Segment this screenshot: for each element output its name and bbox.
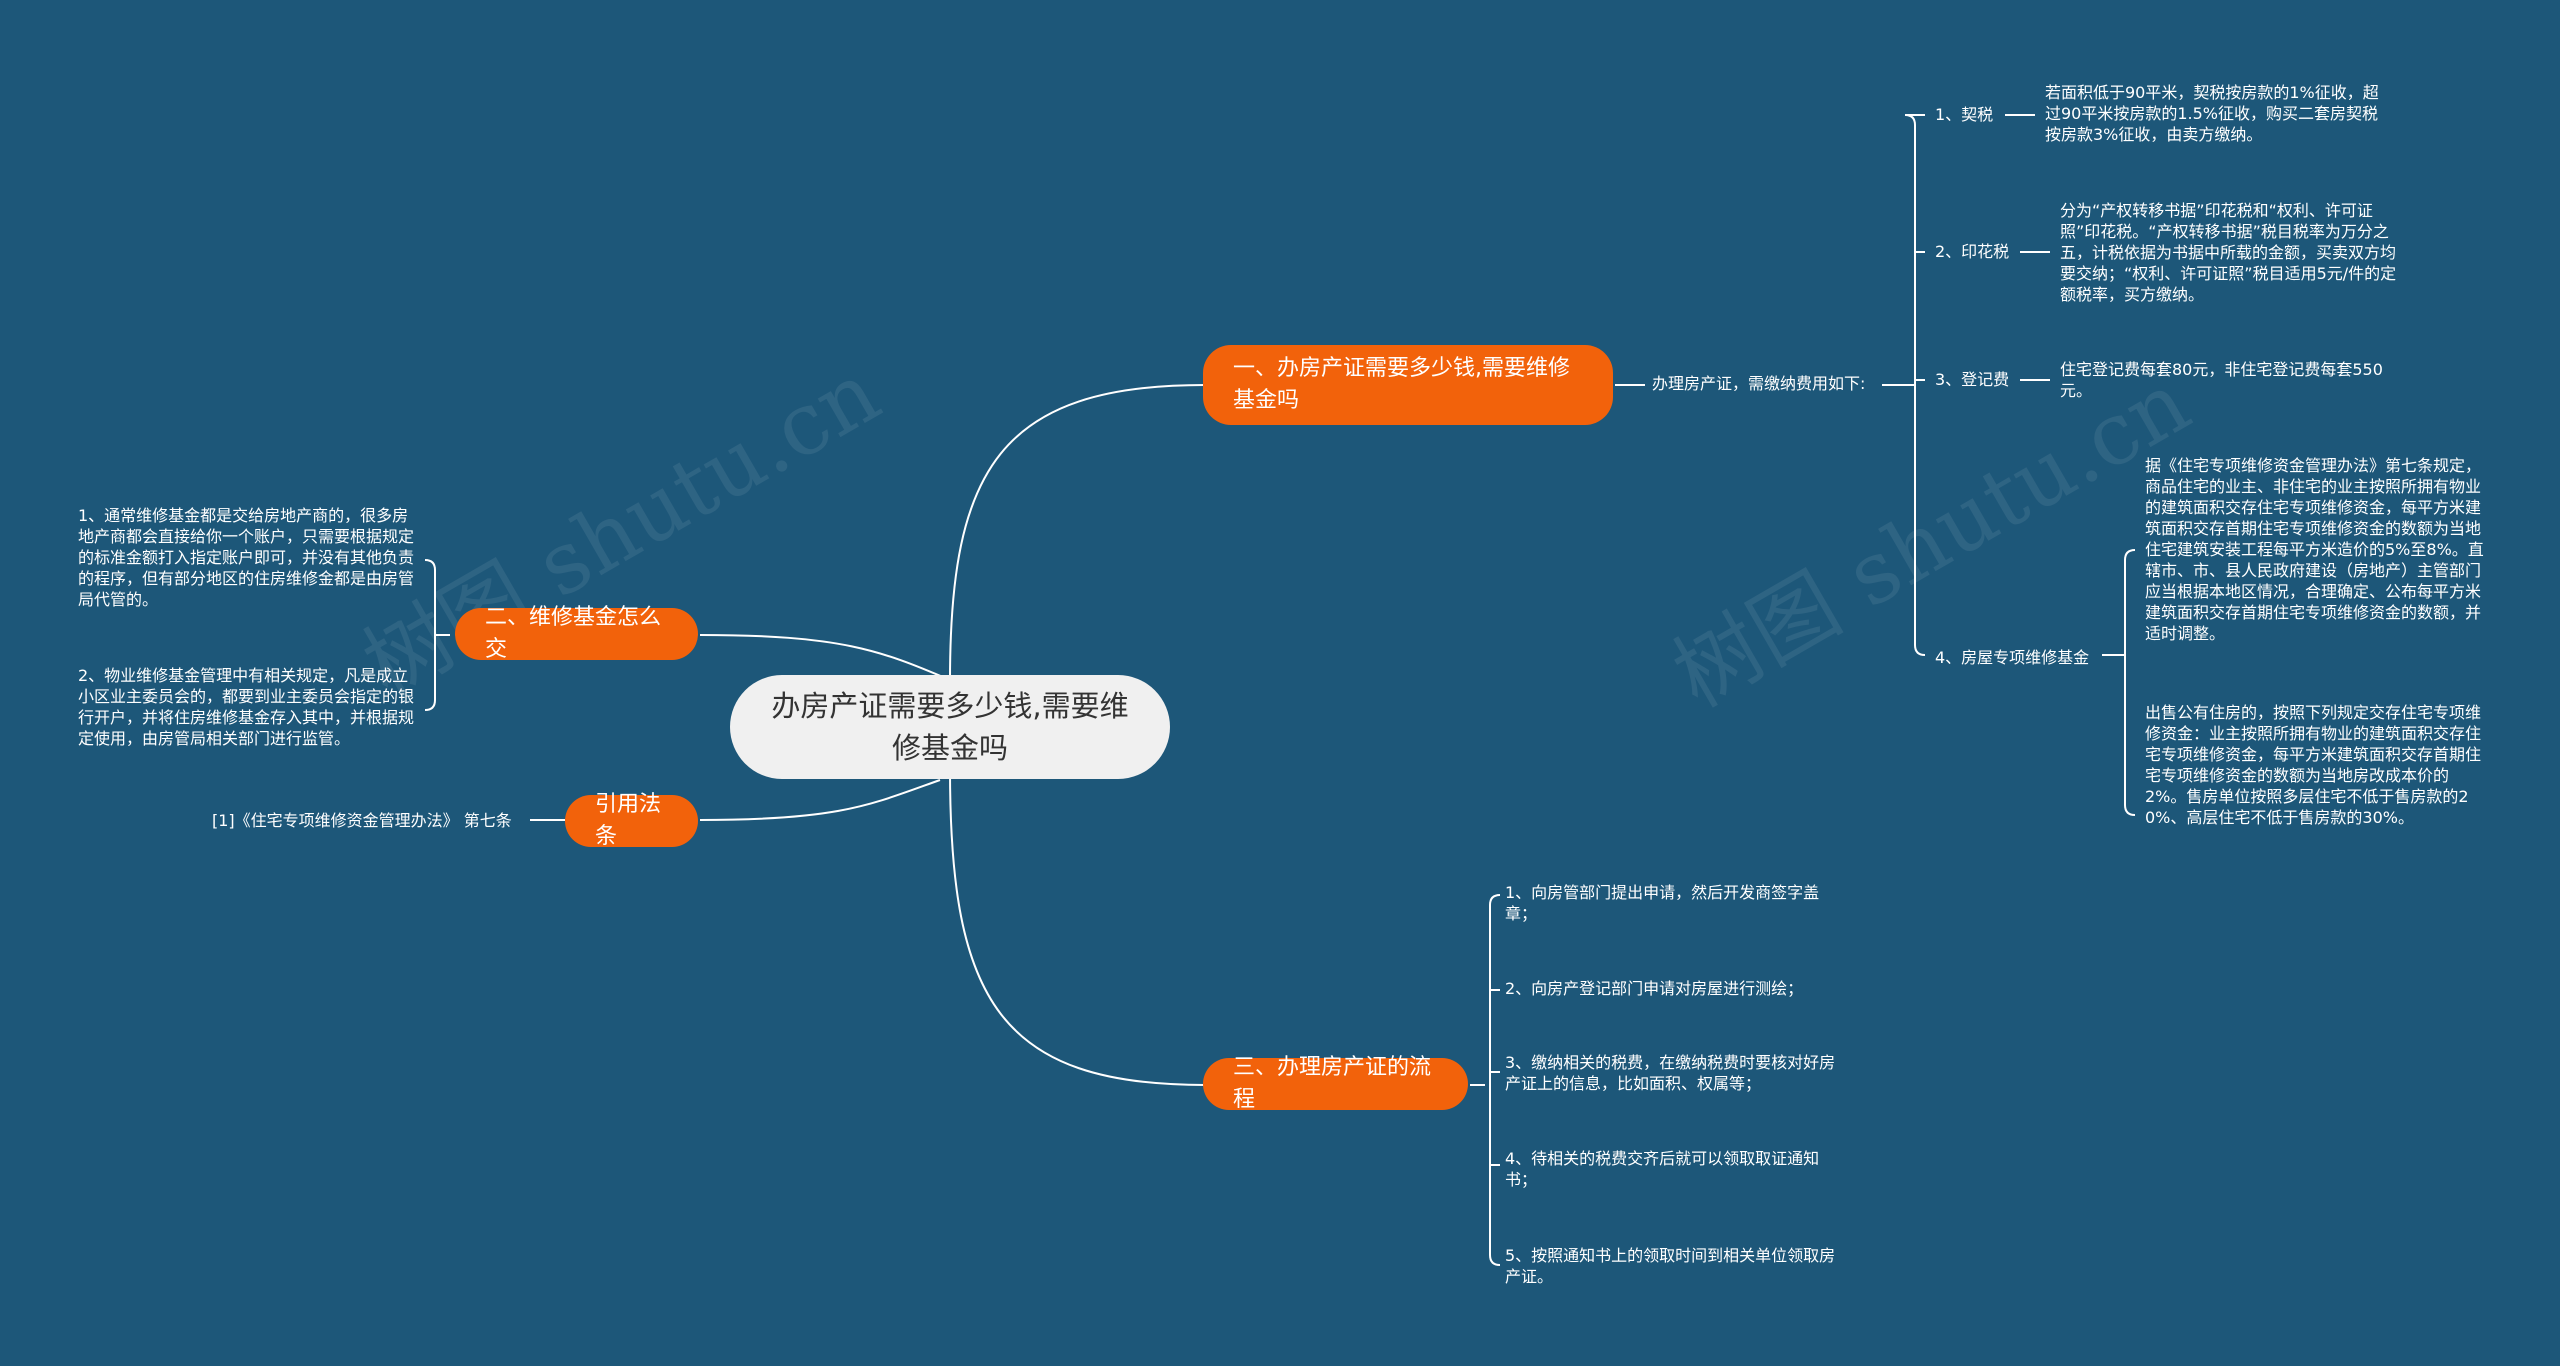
fee-item-stamp-tax-label[interactable]: 2、印花税 [1935, 242, 2010, 261]
fee-item-stamp-tax-text: 分为“产权转移书据”印花税和“权利、许可证照”印花税。“产权转移书据”税目税率为… [2060, 201, 2397, 304]
branch-fee-label: 一、办房产证需要多少钱,需要维修基金吗 [1233, 356, 1570, 413]
fee-item-maintenance-fund-label[interactable]: 4、房屋专项维修基金 [1935, 648, 2090, 667]
fee-item-deed-tax-text: 若面积低于90平米，契税按房款的1%征收，超过90平米按房款的1.5%征收，购买… [2045, 83, 2379, 144]
fee-item-registration-text: 住宅登记费每套80元，非住宅登记费每套550元。 [2060, 360, 2383, 400]
process-step-3: 3、缴纳相关的税费，在缴纳税费时要核对好房产证上的信息，比如面积、权属等； [1505, 1053, 1836, 1093]
bracket-b2 [424, 559, 436, 711]
branch-how-to-pay-topic[interactable]: 二、维修基金怎么交 [455, 605, 698, 662]
fee-intro[interactable]: 办理房产证，需缴纳费用如下: [1652, 374, 1866, 393]
fee-item-maintenance-fund-text-1: 据《住宅专项维修资金管理办法》第七条规定，商品住宅的业主、非住宅的业主按照所拥有… [2145, 456, 2484, 643]
process-step-2: 2、向房产登记部门申请对房屋进行测绘； [1505, 979, 1804, 998]
process-step-5: 5、按照通知书上的领取时间到相关单位领取房产证。 [1505, 1246, 1836, 1286]
bracket-b1-item4 [2124, 549, 2136, 816]
branch-fee-topic[interactable]: 一、办房产证需要多少钱,需要维修基金吗 [1203, 345, 1613, 425]
fee-item-maintenance-fund-text-2: 出售公有住房的，按照下列规定交存住宅专项维修资金：业主按照所拥有物业的建筑面积交… [2145, 703, 2482, 827]
link-root-branch2 [699, 634, 951, 681]
branch-process-label: 三、办理房产证的流程 [1233, 1055, 1432, 1112]
bracket-b4 [1489, 894, 1501, 1266]
how-to-pay-item-2: 2、物业维修基金管理中有相关规定，凡是成立小区业主委员会的，都要到业主委员会指定… [78, 666, 415, 748]
branch-law-topic[interactable]: 引用法条 [565, 792, 698, 849]
root-topic-label: 办房产证需要多少钱,需要维修基金吗 [771, 689, 1129, 765]
branch-process-topic[interactable]: 三、办理房产证的流程 [1203, 1055, 1468, 1112]
branch-how-to-pay-label: 二、维修基金怎么交 [485, 605, 662, 662]
fee-item-deed-tax-label[interactable]: 1、契税 [1935, 105, 1994, 124]
law-item-1[interactable]: [1]《住宅专项维修资金管理办法》 第七条 [212, 811, 512, 830]
link-root-branch4 [949, 769, 1206, 1086]
fee-item-registration-label[interactable]: 3、登记费 [1935, 370, 2010, 389]
branch-law-label: 引用法条 [595, 792, 662, 849]
process-step-4: 4、待相关的税费交齐后就可以领取取证通知书； [1505, 1149, 1820, 1189]
link-root-branch3 [699, 779, 941, 821]
process-step-1: 1、向房管部门提出申请，然后开发商签字盖章； [1505, 883, 1820, 923]
how-to-pay-item-1: 1、通常维修基金都是交给房地产商的，很多房地产商都会直接给你一个账户，只需要根据… [78, 506, 415, 609]
link-root-branch1 [949, 384, 1206, 681]
root-topic[interactable]: 办房产证需要多少钱,需要维修基金吗 [730, 675, 1170, 779]
